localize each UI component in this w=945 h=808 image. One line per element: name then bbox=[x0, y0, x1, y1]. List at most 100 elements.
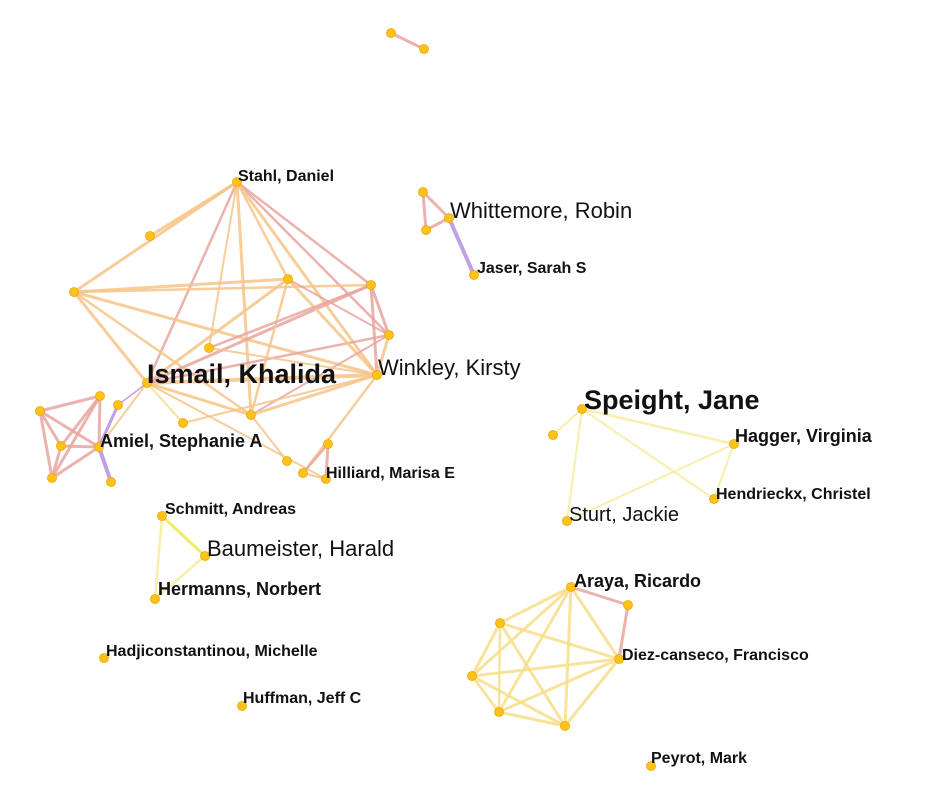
node-jaser[interactable] bbox=[469, 270, 479, 280]
edge-a4-a5 bbox=[50, 444, 63, 480]
label-hadjiconstantinou[interactable]: Hadjiconstantinou, Michelle bbox=[106, 643, 318, 660]
edge-p389-p251 bbox=[250, 334, 390, 416]
edge-p209-winkley bbox=[208, 347, 378, 376]
label-jaser[interactable]: Jaser, Sarah S bbox=[477, 260, 587, 277]
edge-araya-r565 bbox=[563, 585, 573, 728]
edge-p288-p251 bbox=[249, 277, 290, 417]
node-r499[interactable] bbox=[494, 707, 504, 717]
edge-winkley-p183 bbox=[182, 374, 378, 424]
label-whittemore[interactable]: Whittemore, Robin bbox=[450, 198, 632, 223]
node-speight[interactable] bbox=[577, 404, 587, 414]
label-huffman[interactable]: Huffman, Jeff C bbox=[243, 690, 362, 707]
node-p150[interactable] bbox=[145, 231, 155, 241]
node-p328[interactable] bbox=[323, 439, 333, 449]
node-a6[interactable] bbox=[106, 477, 116, 487]
edge-diez-r500 bbox=[498, 621, 621, 661]
node-w2[interactable] bbox=[444, 213, 454, 223]
node-araya[interactable] bbox=[566, 582, 576, 592]
label-hermanns[interactable]: Hermanns, Norbert bbox=[158, 579, 321, 599]
edge-ismail-p183 bbox=[146, 382, 184, 424]
edge-amiel-ismail bbox=[98, 382, 148, 448]
node-p251[interactable] bbox=[246, 410, 256, 420]
node-baum[interactable] bbox=[200, 551, 210, 561]
node-schmitt[interactable] bbox=[157, 511, 167, 521]
edge-a1-a5 bbox=[38, 409, 54, 480]
node-layer bbox=[35, 28, 739, 771]
label-hagger[interactable]: Hagger, Virginia bbox=[735, 426, 873, 446]
edge-araya-r472 bbox=[470, 585, 573, 678]
edge-amiel-a6 bbox=[97, 445, 113, 484]
label-araya[interactable]: Araya, Ricardo bbox=[574, 571, 701, 591]
node-herm[interactable] bbox=[150, 594, 160, 604]
node-a1[interactable] bbox=[35, 406, 45, 416]
node-r565[interactable] bbox=[560, 721, 570, 731]
edge-p371-p209 bbox=[207, 283, 373, 350]
node-r472[interactable] bbox=[467, 671, 477, 681]
edge-a4-amiel bbox=[59, 444, 101, 449]
label-diez[interactable]: Diez-canseco, Francisco bbox=[622, 647, 809, 664]
node-hagger[interactable] bbox=[729, 439, 739, 449]
edge-speight-s553 bbox=[552, 408, 583, 436]
node-p288[interactable] bbox=[283, 274, 293, 284]
label-peyrot[interactable]: Peyrot, Mark bbox=[651, 750, 747, 767]
label-stahl[interactable]: Stahl, Daniel bbox=[238, 168, 334, 185]
edge-p303-p328 bbox=[301, 442, 330, 475]
node-t1[interactable] bbox=[386, 28, 396, 38]
node-p183[interactable] bbox=[178, 418, 188, 428]
label-hendrieckx[interactable]: Hendrieckx, Christel bbox=[716, 486, 871, 503]
label-sturt[interactable]: Sturt, Jackie bbox=[569, 504, 679, 526]
node-ismail[interactable] bbox=[142, 378, 152, 388]
node-w3[interactable] bbox=[421, 225, 431, 235]
edge-r472-r565 bbox=[470, 674, 567, 728]
label-hilliard[interactable]: Hilliard, Marisa E bbox=[326, 465, 455, 482]
edge-stahl-p150 bbox=[148, 180, 239, 238]
node-hill[interactable] bbox=[321, 474, 331, 484]
label-amiel[interactable]: Amiel, Stephanie A bbox=[100, 431, 262, 451]
edge-diez-r499 bbox=[497, 657, 621, 714]
edge-p74-p371 bbox=[72, 283, 373, 294]
node-hend[interactable] bbox=[709, 494, 719, 504]
edge-schmitt-herm bbox=[153, 514, 164, 601]
edge-r628-diez bbox=[617, 603, 630, 661]
node-stahl[interactable] bbox=[232, 177, 242, 187]
edge-diez-r565 bbox=[563, 657, 621, 728]
edge-a2-a5 bbox=[50, 394, 102, 480]
node-huff[interactable] bbox=[237, 701, 247, 711]
node-p287[interactable] bbox=[282, 456, 292, 466]
node-p371[interactable] bbox=[366, 280, 376, 290]
node-peyrot[interactable] bbox=[646, 761, 656, 771]
node-t2[interactable] bbox=[419, 44, 429, 54]
node-a2[interactable] bbox=[95, 391, 105, 401]
edge-a1-a2 bbox=[38, 394, 102, 413]
node-amiel[interactable] bbox=[94, 442, 104, 452]
node-a3[interactable] bbox=[113, 400, 123, 410]
edge-p251-p287 bbox=[250, 414, 288, 462]
label-schmitt[interactable]: Schmitt, Andreas bbox=[165, 501, 296, 518]
edge-araya-r500 bbox=[498, 585, 573, 625]
edge-hagger-hend bbox=[713, 443, 735, 500]
edge-p328-hill bbox=[324, 442, 330, 481]
node-p74[interactable] bbox=[69, 287, 79, 297]
node-r500[interactable] bbox=[495, 618, 505, 628]
edge-r500-r565 bbox=[498, 621, 567, 728]
node-w1[interactable] bbox=[418, 187, 428, 197]
node-a4[interactable] bbox=[56, 441, 66, 451]
label-winkley[interactable]: Winkley, Kirsty bbox=[378, 355, 521, 380]
label-ismail[interactable]: Ismail, Khalida bbox=[147, 359, 337, 389]
edge-p371-winkley bbox=[369, 283, 379, 377]
node-winkley[interactable] bbox=[372, 370, 382, 380]
edge-r500-r499 bbox=[497, 621, 502, 714]
node-sturt[interactable] bbox=[562, 516, 572, 526]
node-p209[interactable] bbox=[204, 343, 214, 353]
edge-w1-w3 bbox=[421, 190, 428, 232]
edge-speight-sturt bbox=[566, 408, 583, 522]
node-s553[interactable] bbox=[548, 430, 558, 440]
node-diez[interactable] bbox=[614, 654, 624, 664]
node-r628[interactable] bbox=[623, 600, 633, 610]
node-p389[interactable] bbox=[384, 330, 394, 340]
label-baumeister[interactable]: Baumeister, Harald bbox=[207, 536, 394, 561]
node-a5[interactable] bbox=[47, 473, 57, 483]
node-p303[interactable] bbox=[298, 468, 308, 478]
label-speight[interactable]: Speight, Jane bbox=[584, 385, 760, 415]
node-hadji[interactable] bbox=[99, 653, 109, 663]
